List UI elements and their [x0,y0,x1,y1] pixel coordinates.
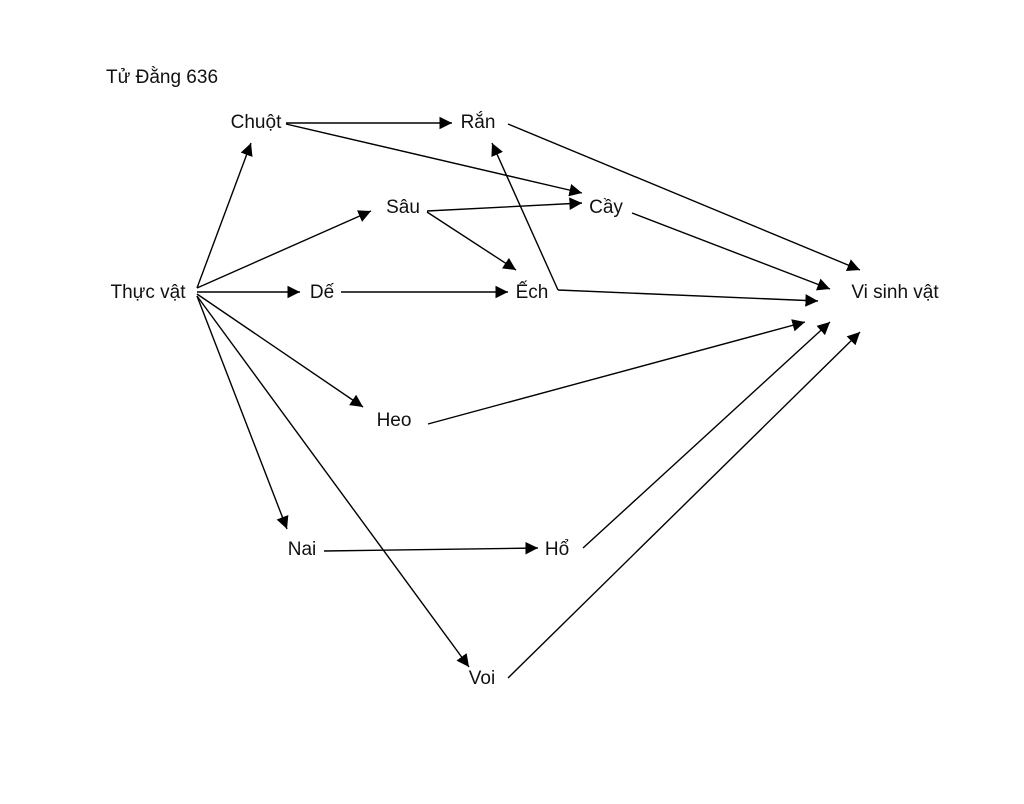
edge-thuc-vat-to-voi [196,295,470,668]
edges-layer [196,116,861,679]
node-vi-sinh-vat: Vi sinh vật [851,282,939,303]
node-ech: Ếch [515,282,549,303]
edge-cay-to-vi-sinh-vat [631,212,831,291]
edge-thuc-vat-to-sau [196,210,372,289]
node-heo: Heo [376,410,412,431]
edge-thuc-vat-to-nai [196,295,289,530]
author-label: Tử Đằng 636 [106,67,219,88]
edge-voi-to-vi-sinh-vat [507,331,861,679]
edge-ech-to-vi-sinh-vat [557,289,819,307]
edge-thuc-vat-to-heo [196,293,364,408]
node-sau: Sâu [386,197,420,218]
node-voi: Voi [468,668,496,689]
edge-thuc-vat-to-chuot [196,142,253,289]
edge-ech-to-ran [491,142,559,291]
edge-heo-to-vi-sinh-vat [427,319,806,425]
node-chuot: Chuột [230,112,282,133]
edge-ran-to-vi-sinh-vat [507,123,861,271]
node-ran: Rắn [460,112,496,133]
node-ho: Hổ [544,539,570,560]
node-thuc-vat: Thực vật [110,282,186,303]
edge-chuot-to-cay [285,123,583,197]
edge-ho-to-vi-sinh-vat [582,321,831,549]
node-de: Dế [309,282,335,303]
node-nai: Nai [287,539,317,560]
node-cay: Cầy [589,197,623,218]
edge-sau-to-cay [426,197,583,212]
edge-sau-to-ech [426,211,517,271]
edge-nai-to-ho [323,541,539,555]
